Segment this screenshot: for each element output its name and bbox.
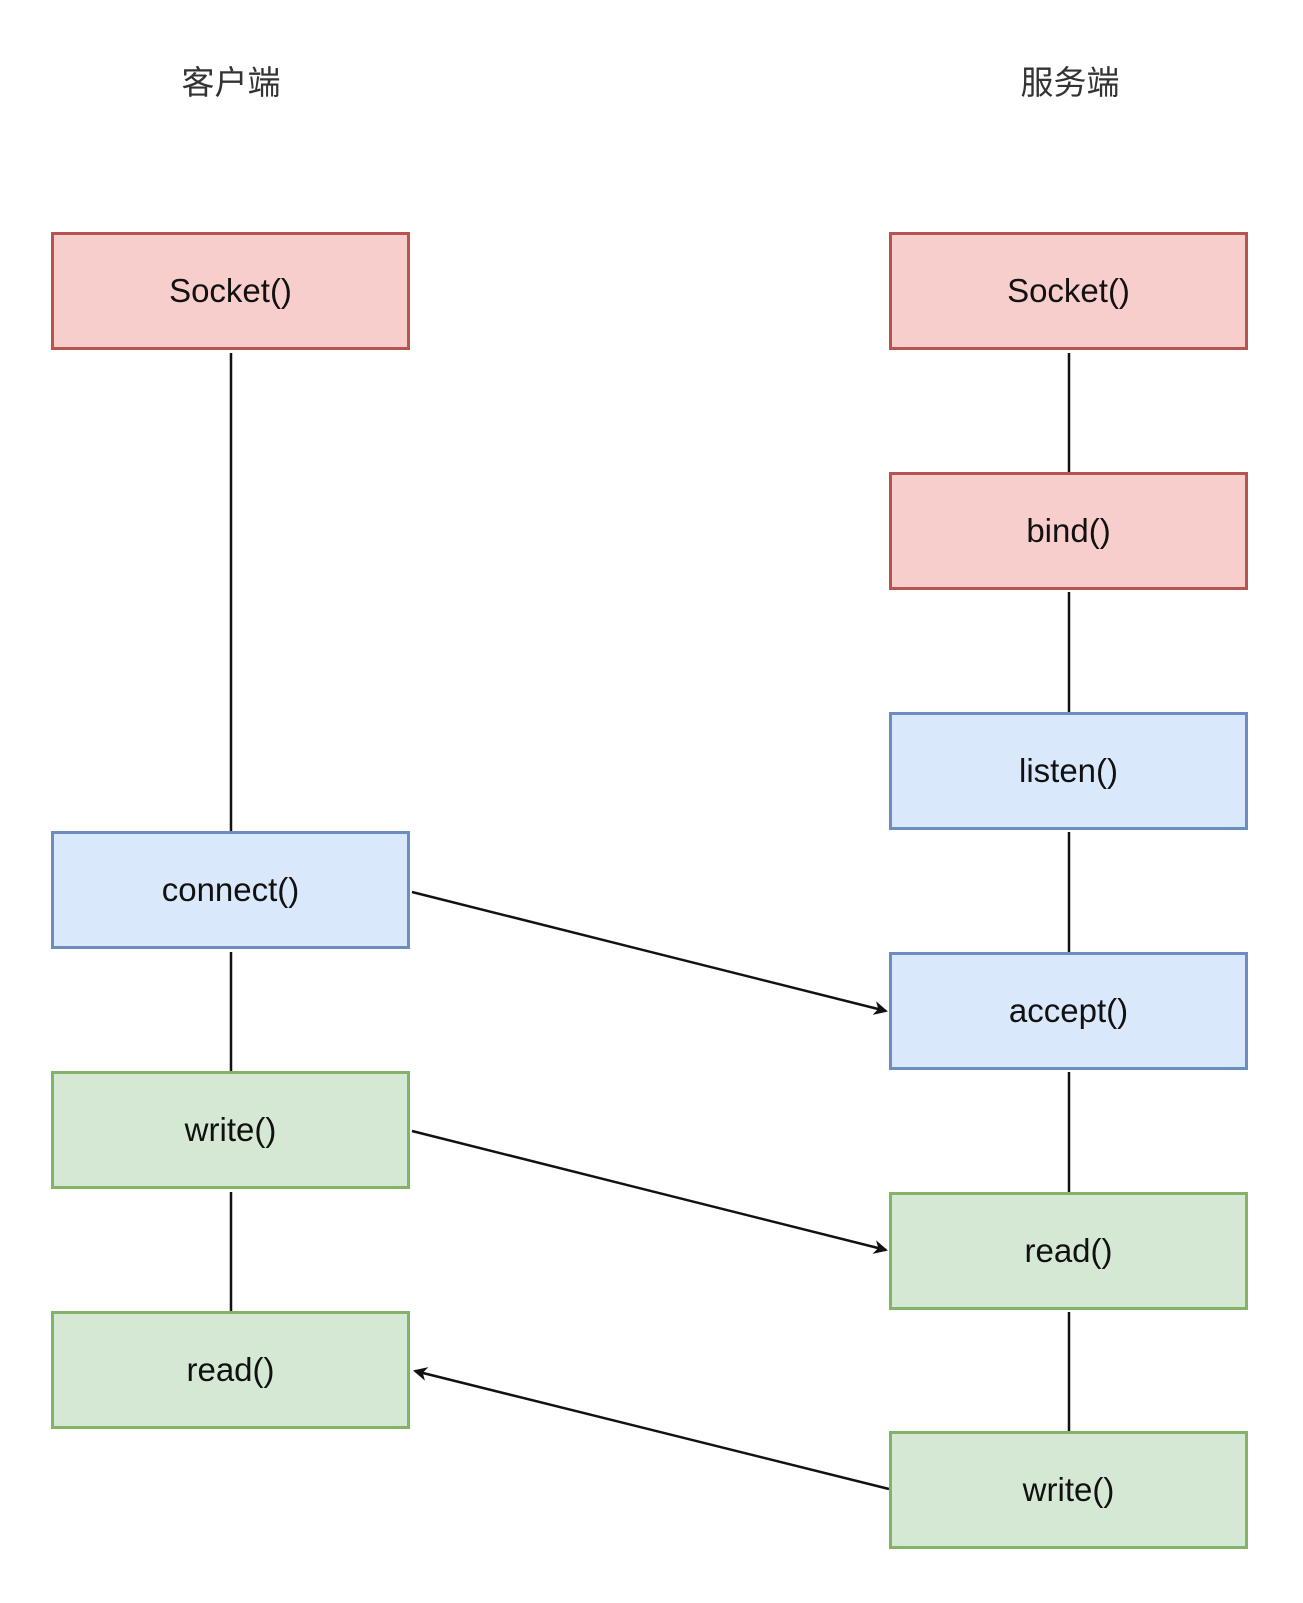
arrow-connect-to-accept [411, 890, 888, 1015]
server-listen-node: listen() [889, 712, 1248, 830]
server-socket-node: Socket() [889, 232, 1248, 350]
arrow-write-to-read [411, 1129, 888, 1254]
client-connect-node: connect() [51, 831, 410, 949]
client-write-node: write() [51, 1071, 410, 1189]
client-read-node: read() [51, 1311, 410, 1429]
client-heading: 客户端 [181, 63, 281, 102]
client-socket-node: Socket() [51, 232, 410, 350]
server-heading: 服务端 [1020, 63, 1120, 102]
server-write-node: write() [889, 1431, 1248, 1549]
server-accept-node: accept() [889, 952, 1248, 1070]
server-bind-node: bind() [889, 472, 1248, 590]
server-read-node: read() [889, 1192, 1248, 1310]
arrow-write-to-client-read [413, 1367, 890, 1491]
